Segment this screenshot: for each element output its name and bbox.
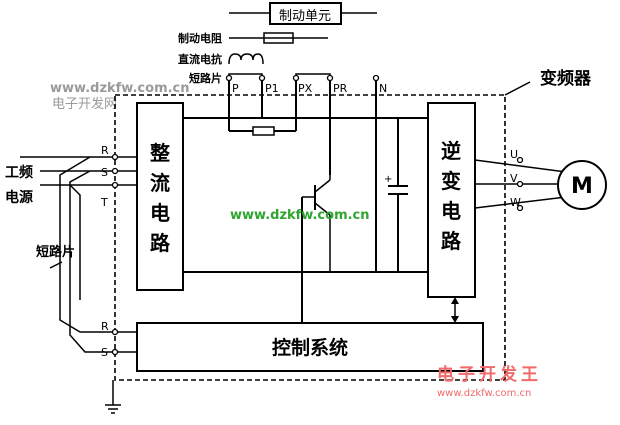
rectifier-block (136, 102, 184, 291)
terminal-pr: PR (333, 82, 348, 95)
dc-capacitor: + (384, 118, 408, 272)
input-s: S (101, 166, 108, 179)
inverter-char: 电 (441, 199, 461, 223)
input-t: T (100, 196, 108, 209)
rectifier-char: 流 (150, 171, 170, 195)
control-system-label: 控制系统 (272, 336, 348, 359)
control-terminal-s: S (101, 346, 108, 359)
control-system-block (136, 322, 484, 372)
motor-icon (557, 160, 607, 210)
terminal-n: N (379, 82, 387, 95)
output-v: V (510, 172, 518, 185)
rectifier-char: 整 (149, 141, 170, 165)
watermark-name-bottom: 电子开发王 (437, 364, 542, 385)
dc-reactor-label: 直流电抗 (178, 52, 222, 66)
rectifier-char: 电 (150, 201, 170, 225)
brake-resistor (252, 126, 275, 136)
inverter-char: 变 (441, 169, 461, 193)
dc-terminals: P P1 PX PR N (225, 73, 387, 272)
control-terminal-r: R (101, 320, 109, 333)
dc-reactor-legend: 直流电抗 (178, 52, 264, 66)
terminal-px: PX (298, 82, 313, 95)
watermark-url-center: www.dzkfw.com.cn (230, 208, 370, 223)
rectifier-char: 路 (150, 231, 171, 255)
short-link-side-label: 短路片 (36, 244, 75, 260)
power-label: 工频 (5, 164, 33, 181)
inverter-char: 路 (441, 229, 462, 253)
terminal-p1: P1 (265, 82, 279, 95)
inverter-block (427, 102, 476, 298)
power-input: 工频 电源 R S T R S (5, 144, 137, 359)
svg-text:+: + (384, 174, 392, 185)
brake-resistor-legend: 制动电阻 (178, 31, 328, 45)
terminal-p: P (232, 82, 239, 95)
output-u: U (510, 148, 518, 161)
watermark-name-top: 电子开发网 (52, 96, 117, 112)
input-r: R (101, 144, 109, 157)
ground-icon (105, 380, 121, 414)
motor-label: M (571, 174, 593, 199)
motor-outputs: U V W (474, 148, 567, 212)
inverter-title: 变频器 (540, 68, 592, 89)
brake-resistor-label: 制动电阻 (178, 31, 222, 45)
watermark-url-top: www.dzkfw.com.cn (50, 81, 190, 96)
inverter-enclosure (114, 94, 506, 381)
watermark-url-bottom: www.dzkfw.com.cn (437, 388, 531, 399)
brake-transistor (301, 175, 331, 323)
output-w: W (510, 196, 521, 209)
double-arrow (451, 297, 459, 323)
brake-unit-legend: 制动单元 (229, 2, 377, 25)
brake-unit-label: 制动单元 (279, 9, 331, 24)
inverter-char: 逆 (441, 139, 461, 163)
power-label: 电源 (5, 189, 33, 206)
short-link-label: 短路片 (189, 71, 222, 85)
